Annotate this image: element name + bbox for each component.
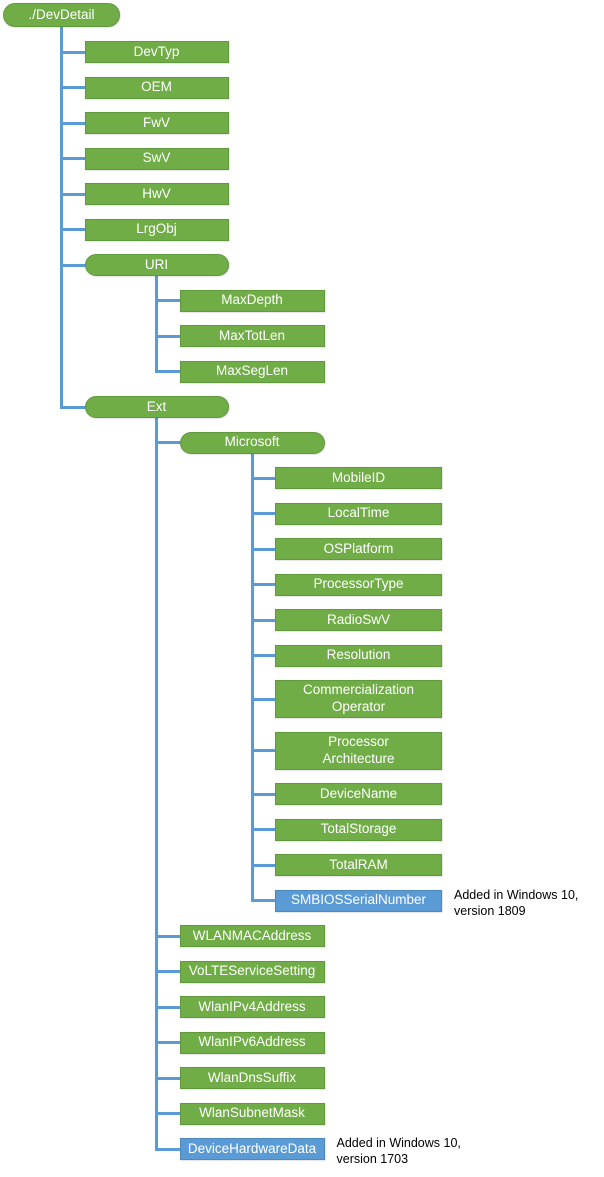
node-localtime: LocalTime — [275, 502, 442, 525]
node-smbiosserialnumber: SMBIOSSerialNumber — [275, 889, 442, 912]
connector-line — [60, 192, 87, 196]
node-oem: OEM — [84, 76, 229, 99]
connector-line — [250, 792, 277, 796]
connector-line — [60, 27, 63, 409]
connector-line — [60, 121, 87, 125]
connector-line — [250, 476, 277, 480]
node-totalstorage: TotalStorage — [275, 818, 442, 841]
connector-line — [250, 583, 277, 586]
node-wlanipv4address: WlanIPv4Address — [179, 996, 325, 1018]
node-devicehardwaredata: DeviceHardwareData — [179, 1138, 325, 1160]
node-wlanmacaddress: WLANMACAddress — [179, 925, 325, 947]
connector-line — [250, 899, 277, 902]
connector-line — [60, 50, 87, 54]
node-lrgobj: LrgObj — [84, 218, 229, 241]
node-processor-architecture: Processor Architecture — [275, 731, 442, 770]
node-swv: SwV — [84, 147, 229, 170]
connector-line — [155, 334, 182, 338]
connector-line — [155, 1112, 182, 1115]
connector-line — [250, 512, 277, 515]
connector-line — [60, 157, 87, 160]
node-fwv: FwV — [84, 112, 229, 134]
connector-line — [250, 654, 277, 657]
node-radioswv: RadioSwV — [275, 609, 442, 631]
connector-line — [250, 863, 277, 867]
connector-line — [155, 370, 182, 373]
connector-line — [60, 86, 87, 89]
connector-line — [250, 547, 277, 551]
connector-line — [250, 618, 277, 622]
node-hwv: HwV — [84, 183, 229, 205]
node-wlanipv6address: WlanIPv6Address — [179, 1031, 325, 1054]
connector-line — [155, 1147, 182, 1151]
connector-line — [250, 453, 254, 902]
connector-line — [155, 441, 182, 444]
connector-line — [60, 228, 87, 231]
connector-line — [155, 418, 158, 1151]
node-maxdepth: MaxDepth — [179, 289, 325, 312]
node-microsoft: Microsoft — [179, 431, 325, 454]
node-uri: URI — [84, 254, 229, 276]
connector-line — [155, 970, 182, 973]
node-totalram: TotalRAM — [275, 854, 442, 876]
node-mobileid: MobileID — [275, 467, 442, 489]
connector-line — [155, 934, 182, 938]
node-ext: Ext — [84, 396, 229, 418]
node-wlandnssuffix: WlanDnsSuffix — [179, 1067, 325, 1089]
connector-line — [250, 749, 277, 752]
node-commercialization-operator: Commercialization Operator — [275, 680, 442, 718]
connector-line — [60, 405, 87, 409]
node-devicename: DeviceName — [275, 783, 442, 805]
connector-line — [155, 1076, 182, 1080]
connector-line — [155, 1005, 182, 1009]
connector-line — [250, 697, 277, 701]
node-osplatform: OSPlatform — [275, 538, 442, 560]
node-maxtotlen: MaxTotLen — [179, 325, 325, 347]
node-devdetail: ./DevDetail — [3, 3, 120, 27]
connector-line — [155, 276, 158, 373]
node-maxseglen: MaxSegLen — [179, 360, 325, 383]
node-resolution: Resolution — [275, 644, 442, 667]
connector-line — [60, 263, 87, 267]
connector-line — [155, 1041, 182, 1044]
connector-line — [155, 299, 182, 302]
annotation-smbiosserialnumber: Added in Windows 10, version 1809 — [454, 887, 579, 918]
node-wlansubnetmask: WlanSubnetMask — [179, 1102, 325, 1125]
node-devtyp: DevTyp — [84, 41, 229, 63]
annotation-devicehardwaredata: Added in Windows 10, version 1703 — [336, 1136, 461, 1167]
node-processortype: ProcessorType — [275, 573, 442, 596]
connector-line — [250, 828, 277, 831]
node-volteservicesetting: VoLTEServiceSetting — [179, 960, 325, 983]
